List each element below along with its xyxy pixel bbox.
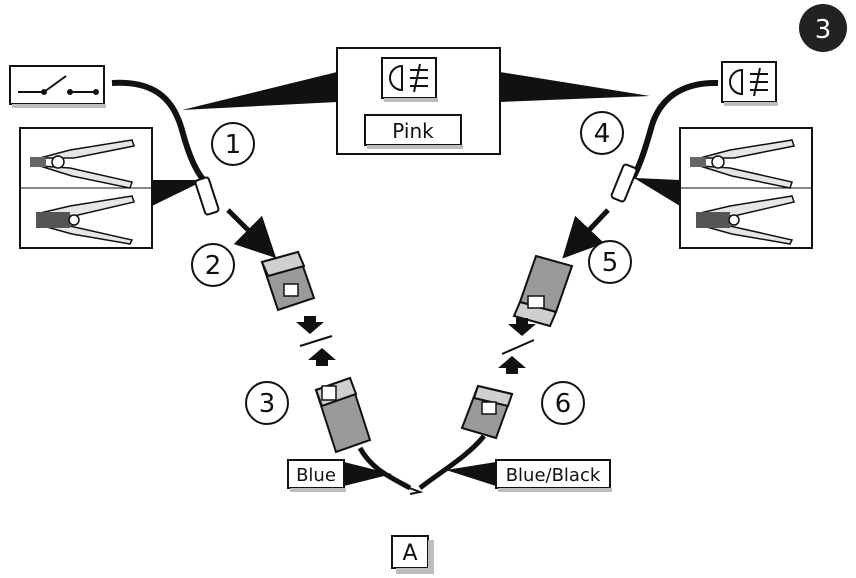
connector-male-icon-left [314, 376, 372, 454]
pink-pointer-right [500, 72, 650, 102]
arrow-down-icon-left [226, 208, 277, 259]
mate-line-right [501, 339, 535, 355]
fog-lamp-icon-right [721, 61, 778, 106]
wire-junction [403, 485, 424, 495]
callout-4-number: 4 [594, 119, 611, 149]
pink-label: Pink [392, 119, 434, 143]
blue-label-pointer [344, 462, 392, 486]
callout-3-number: 3 [259, 389, 276, 419]
callout-3: 3 [245, 381, 289, 425]
crimping-tool-icon-right [695, 195, 795, 245]
wire-stripper-icon-right [690, 139, 795, 189]
crimping-tool-icon [35, 195, 135, 245]
connector-male-icon-right [512, 254, 574, 328]
switch-icon [9, 65, 106, 108]
left-cable [111, 79, 211, 188]
mate-line-left [299, 335, 333, 347]
right-cable [630, 79, 719, 180]
callout-2: 2 [191, 243, 235, 287]
blue-black-label: Blue/Black [506, 465, 601, 486]
fog-lamp-icon-center [381, 57, 438, 102]
connector-female-icon-right [460, 384, 514, 440]
blue-label-box: Blue [287, 459, 346, 492]
figure-label-box: A [391, 535, 434, 574]
arrow-down-icon-mate-right [508, 318, 536, 336]
terminal-left [194, 176, 220, 216]
tools-pointer-right [634, 178, 680, 206]
callout-2-number: 2 [205, 251, 222, 281]
arrow-down-icon-right [562, 208, 610, 259]
blue-black-wire [418, 434, 486, 490]
wire-stripper-icon [30, 139, 135, 189]
arrow-down-icon-mate-left [296, 316, 324, 334]
pink-pointer-left [182, 72, 337, 110]
arrow-up-icon-mate-left [308, 348, 336, 366]
callout-1: 1 [211, 122, 255, 166]
tools-pointer-left [152, 180, 205, 206]
callout-5: 5 [588, 240, 632, 284]
figure-label: A [402, 541, 417, 566]
step-badge: 3 [799, 4, 847, 52]
callout-6: 6 [541, 381, 585, 425]
callout-4: 4 [580, 111, 624, 155]
pink-wire-box: Pink [336, 47, 501, 155]
tools-box-left [19, 127, 153, 249]
blue-label: Blue [296, 465, 336, 486]
connector-female-icon-left [260, 250, 316, 312]
callout-6-number: 6 [555, 389, 572, 419]
tools-box-right [679, 127, 813, 249]
blue-black-label-box: Blue/Black [495, 459, 612, 492]
blue-black-label-pointer [446, 462, 496, 486]
callout-5-number: 5 [602, 248, 619, 278]
callout-1-number: 1 [225, 130, 242, 160]
step-badge-number: 3 [815, 15, 832, 45]
arrow-up-icon-mate-right [498, 356, 526, 374]
terminal-right [610, 163, 638, 203]
